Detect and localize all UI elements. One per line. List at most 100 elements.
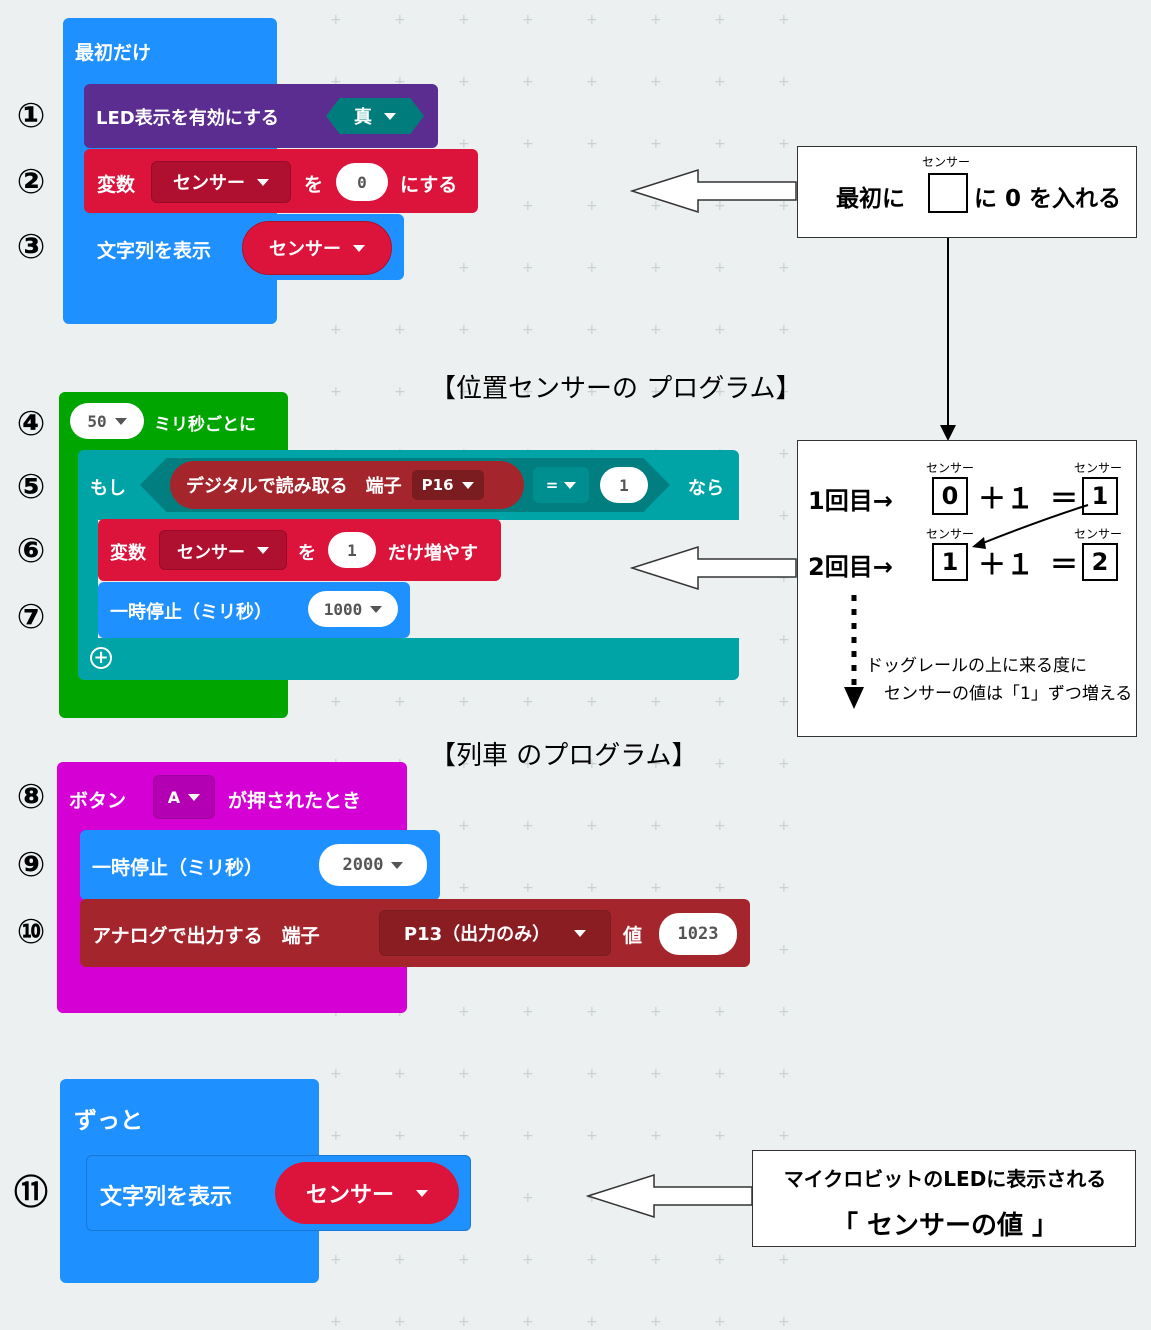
grid-plus-icon: +: [330, 74, 342, 90]
note2-ruby-2b: センサー: [1074, 527, 1123, 541]
pin-dropdown[interactable]: P16: [411, 470, 484, 500]
grid-plus-icon: +: [394, 1066, 406, 1082]
grid-plus-icon: +: [586, 1314, 598, 1330]
grid-plus-icon: +: [458, 136, 470, 152]
note2-ruby-2a: センサー: [926, 527, 975, 541]
compare-op-dropdown[interactable]: =: [533, 467, 589, 503]
add-branch-icon[interactable]: +: [90, 647, 112, 669]
grid-plus-icon: +: [394, 1128, 406, 1144]
grid-plus-icon: +: [778, 1004, 790, 1020]
grid-plus-icon: +: [650, 1128, 662, 1144]
grid-plus-icon: +: [330, 1128, 342, 1144]
grid-plus-icon: +: [650, 322, 662, 338]
grid-plus-icon: +: [714, 1066, 726, 1082]
grid-plus-icon: +: [714, 12, 726, 28]
digital-read-block[interactable]: デジタルで読み取る 端子 P16: [170, 461, 524, 509]
interval-dropdown[interactable]: 50: [70, 403, 144, 439]
grid-plus-icon: +: [522, 1252, 534, 1268]
note2-row1-b: 1: [1082, 477, 1118, 515]
forever-label: ずっと: [74, 1108, 143, 1134]
change-variable-name: センサー: [177, 542, 245, 563]
grid-plus-icon: +: [650, 198, 662, 214]
grid-plus-icon: +: [650, 12, 662, 28]
button-dropdown[interactable]: A: [153, 775, 215, 819]
change-value-input[interactable]: 1: [328, 532, 376, 568]
grid-plus-icon: +: [394, 74, 406, 90]
compare-value-input[interactable]: 1: [600, 467, 648, 503]
pause-value-dropdown-1[interactable]: 1000: [308, 591, 398, 627]
button-hat-prefix: ボタン: [69, 790, 127, 812]
grid-plus-icon: +: [522, 1004, 534, 1020]
grid-plus-icon: +: [586, 1004, 598, 1020]
grid-plus-icon: +: [778, 1066, 790, 1082]
note1-variable-box: [928, 173, 968, 213]
grid-plus-icon: +: [586, 136, 598, 152]
marker-4: ④: [16, 404, 46, 444]
analog-value-text: 1023: [677, 924, 719, 944]
grid-plus-icon: +: [650, 1004, 662, 1020]
grid-plus-icon: +: [714, 322, 726, 338]
analog-pin-dropdown[interactable]: P13（出力のみ）: [379, 910, 611, 956]
analog-value-input[interactable]: 1023: [659, 913, 737, 955]
grid-plus-icon: +: [522, 1128, 534, 1144]
grid-plus-icon: +: [586, 384, 598, 400]
forever-show-variable[interactable]: センサー: [275, 1162, 459, 1224]
grid-plus-icon: +: [522, 260, 534, 276]
grid-plus-icon: +: [586, 198, 598, 214]
train-program-title: 【列車 のプログラム】: [430, 741, 698, 771]
pause-value-dropdown-2[interactable]: 2000: [319, 844, 427, 886]
carry-arrow-icon: [972, 504, 1089, 549]
chevron-down-icon: [564, 481, 577, 489]
note2-row1-plus: ＋１: [978, 482, 1035, 515]
grid-plus-icon: +: [778, 508, 790, 524]
change-variable-dropdown[interactable]: センサー: [159, 530, 287, 570]
grid-plus-icon: +: [714, 1314, 726, 1330]
show-string-variable[interactable]: センサー: [242, 221, 392, 275]
grid-plus-icon: +: [522, 198, 534, 214]
grid-plus-icon: +: [458, 384, 470, 400]
grid-plus-icon: +: [778, 260, 790, 276]
grid-plus-icon: +: [394, 12, 406, 28]
note-initial-value: センサー 最初に に 0 を入れる: [797, 146, 1137, 238]
grid-plus-icon: +: [522, 1066, 534, 1082]
grid-plus-icon: +: [714, 818, 726, 834]
grid-plus-icon: +: [650, 694, 662, 710]
grid-plus-icon: +: [714, 756, 726, 772]
chevron-down-icon: [353, 244, 365, 252]
pin-value: P16: [421, 476, 454, 494]
set-value-input[interactable]: 0: [336, 163, 388, 201]
grid-plus-icon: +: [778, 136, 790, 152]
grid-plus-icon: +: [714, 74, 726, 90]
pause-value-1: 1000: [323, 599, 363, 619]
arrow-note3-icon: [586, 1173, 753, 1219]
grid-plus-icon: +: [522, 384, 534, 400]
grid-plus-icon: +: [458, 694, 470, 710]
grid-plus-icon: +: [522, 12, 534, 28]
grid-plus-icon: +: [458, 1252, 470, 1268]
grid-plus-icon: +: [458, 12, 470, 28]
chevron-down-icon: [461, 481, 474, 489]
grid-plus-icon: +: [714, 1004, 726, 1020]
grid-plus-icon: +: [330, 694, 342, 710]
grid-plus-icon: +: [586, 1128, 598, 1144]
grid-plus-icon: +: [778, 12, 790, 28]
led-bool-dropdown[interactable]: 真: [326, 98, 424, 134]
set-variable-dropdown[interactable]: センサー: [151, 161, 291, 203]
pause-label-2: 一時停止（ミリ秒）: [92, 857, 264, 879]
note2-ruby-1b: センサー: [1074, 461, 1123, 475]
grid-plus-icon: +: [522, 1314, 534, 1330]
note2-row2-b: 2: [1082, 543, 1118, 581]
grid-plus-icon: +: [778, 942, 790, 958]
grid-plus-icon: +: [458, 818, 470, 834]
button-value: A: [167, 787, 181, 807]
compare-op-value: =: [545, 476, 559, 494]
grid-plus-icon: +: [778, 880, 790, 896]
arrow-note1-icon: [630, 168, 797, 214]
grid-plus-icon: +: [330, 322, 342, 338]
grid-plus-icon: +: [394, 322, 406, 338]
forever-show-var-name: センサー: [305, 1183, 394, 1208]
grid-plus-icon: +: [650, 756, 662, 772]
then-label: なら: [688, 478, 724, 499]
led-enable-label: LED表示を有効にする: [96, 108, 279, 129]
set-wo-label: を: [304, 174, 324, 196]
